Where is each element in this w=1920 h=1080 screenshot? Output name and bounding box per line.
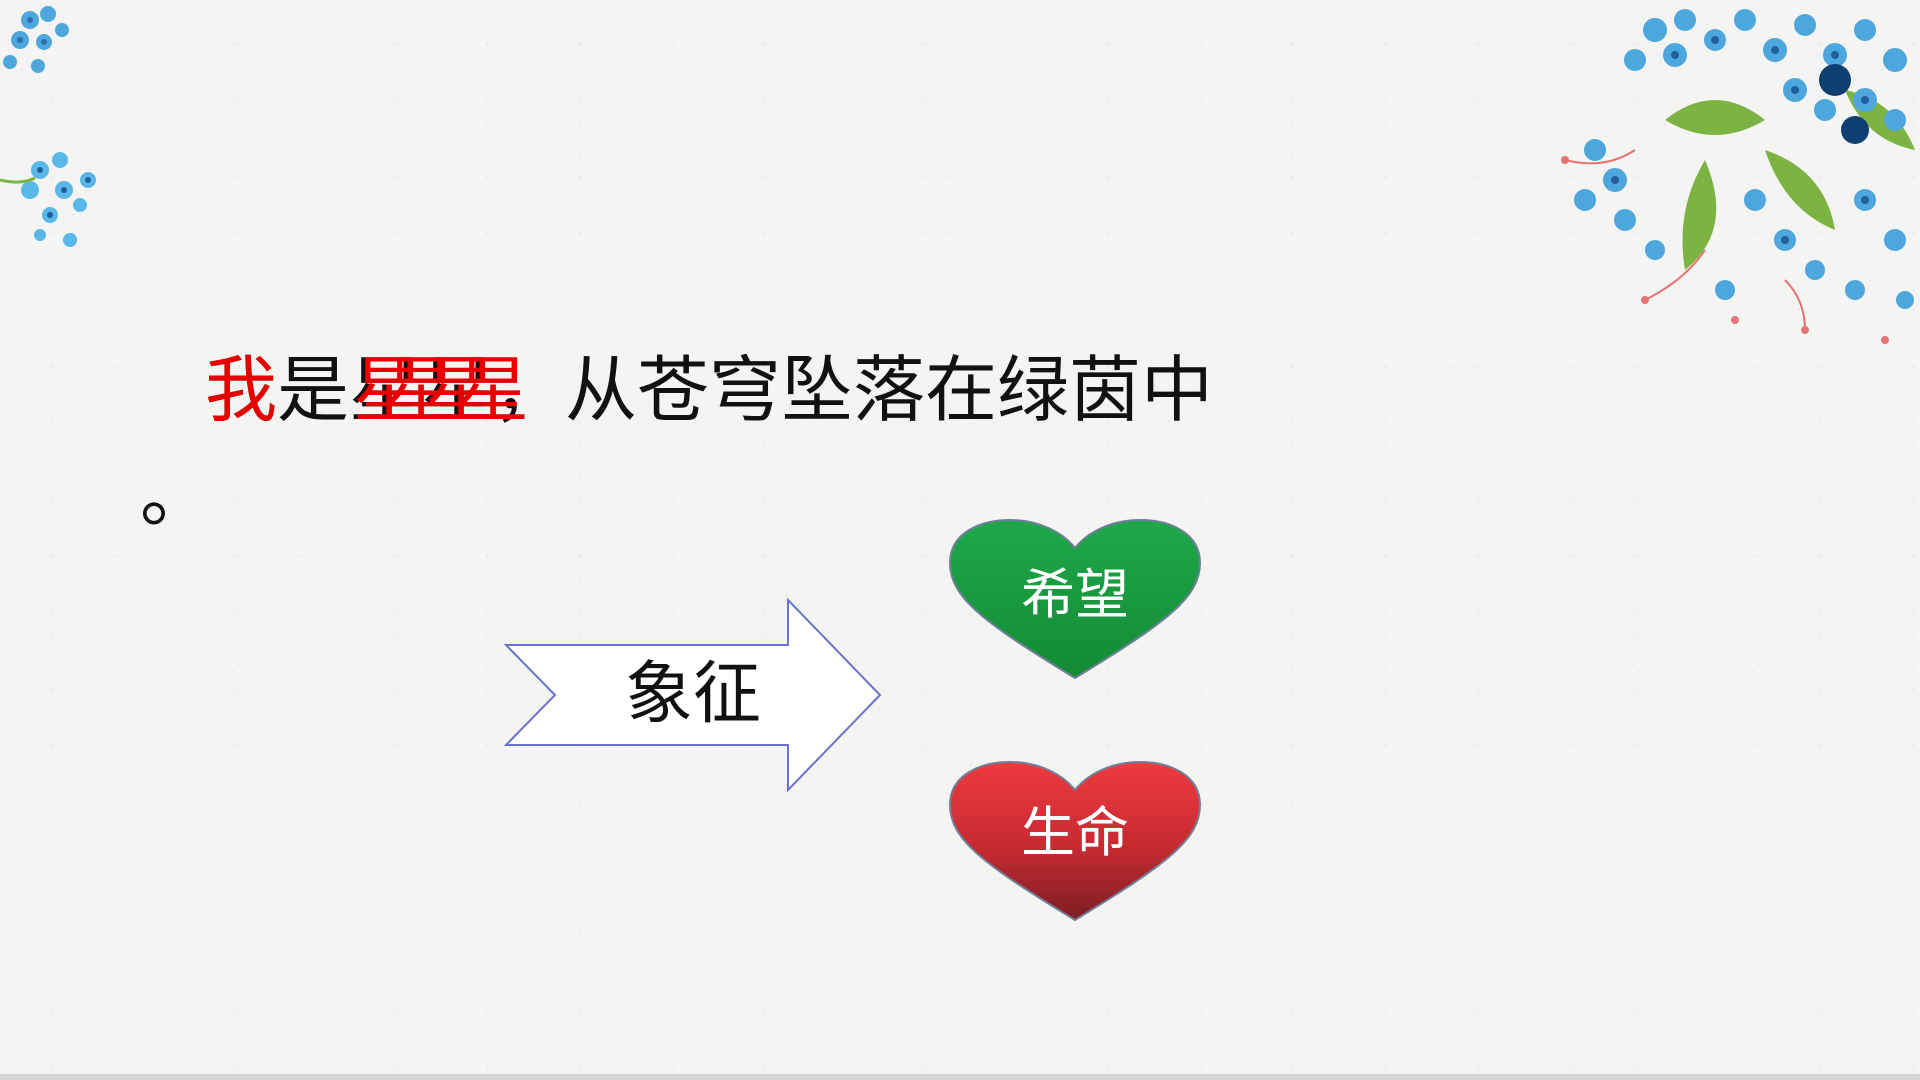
red-overlay-wo: 我 [205,348,278,432]
flower-cluster-top-left [0,6,96,247]
main-sentence: 我是星星 我 星星 星星 ，从苍穹坠落在绿茵中 [205,345,1213,435]
heart-hope-shape [948,518,1202,680]
red-overlay-xingxing: 星星 [353,348,498,432]
bottom-divider-bar [0,1074,1920,1080]
heart-life-shape [948,760,1202,922]
heart-hope-label: 希望 [1021,563,1129,626]
heart-life-label: 生命 [1021,801,1129,864]
symbol-arrow-shape [503,597,882,793]
main-prefix-text: 我是星星 [205,348,494,432]
trailing-period: 。 [140,453,213,537]
flower-cluster-top-right [1561,9,1915,344]
red-overlay-xingxing-duplicate: 星星 [385,348,530,432]
arrow-label: 象征 [625,655,762,734]
main-rest-text: ，从苍穹坠落在绿茵中 [493,348,1214,432]
overlapped-phrase: 我是星星 我 星星 星星 [205,345,529,435]
